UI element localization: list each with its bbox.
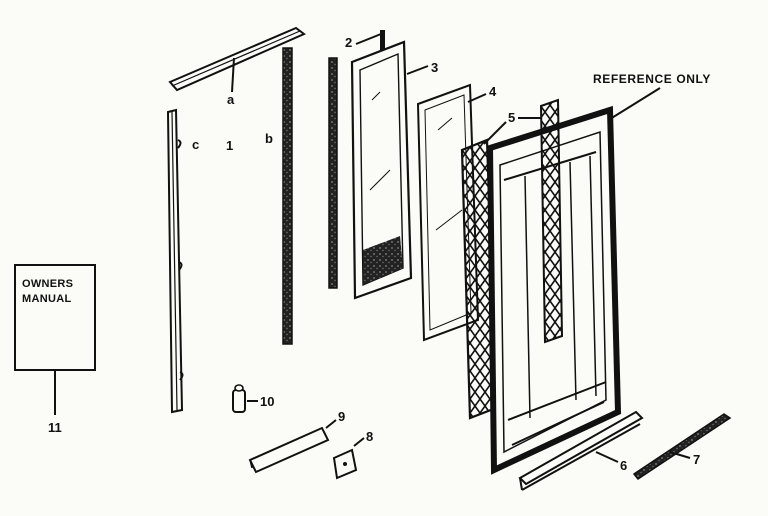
callout-6: 6 xyxy=(620,458,627,473)
cap-10: 10 xyxy=(232,384,274,413)
owners-manual: OWNERS MANUAL 11 xyxy=(14,264,96,435)
header-rail-a: a xyxy=(168,26,306,107)
callout-11: 11 xyxy=(48,420,62,435)
callout-4: 4 xyxy=(489,84,497,99)
callout-10: 10 xyxy=(260,394,274,409)
callout-b: b xyxy=(265,131,273,146)
callout-5: 5 xyxy=(508,110,515,125)
bottom-track-6: 6 xyxy=(518,410,644,491)
callout-3: 3 xyxy=(431,60,438,75)
reference-only-label: REFERENCE ONLY xyxy=(593,72,711,86)
manual-title-line1: OWNERS xyxy=(22,278,73,290)
manual-title-line2: MANUAL xyxy=(22,293,71,305)
gasket-strip-2: 2 xyxy=(328,30,385,289)
callout-7: 7 xyxy=(693,452,700,467)
callout-2: 2 xyxy=(345,35,352,50)
callout-a: a xyxy=(227,92,235,107)
sweep-bar-9: 9 xyxy=(248,409,345,474)
seal-strip-b: b xyxy=(265,47,293,345)
callout-1: 1 xyxy=(226,138,233,153)
callout-8: 8 xyxy=(366,429,373,444)
callout-c: c xyxy=(192,137,199,152)
side-jamb-c: c 1 xyxy=(166,108,233,414)
callout-9: 9 xyxy=(338,409,345,424)
bracket-8: 8 xyxy=(332,429,373,480)
glass-panel-3: 3 xyxy=(350,40,438,300)
threshold-strip-7: 7 xyxy=(632,413,732,481)
reference-door-frame: REFERENCE ONLY xyxy=(486,72,711,475)
